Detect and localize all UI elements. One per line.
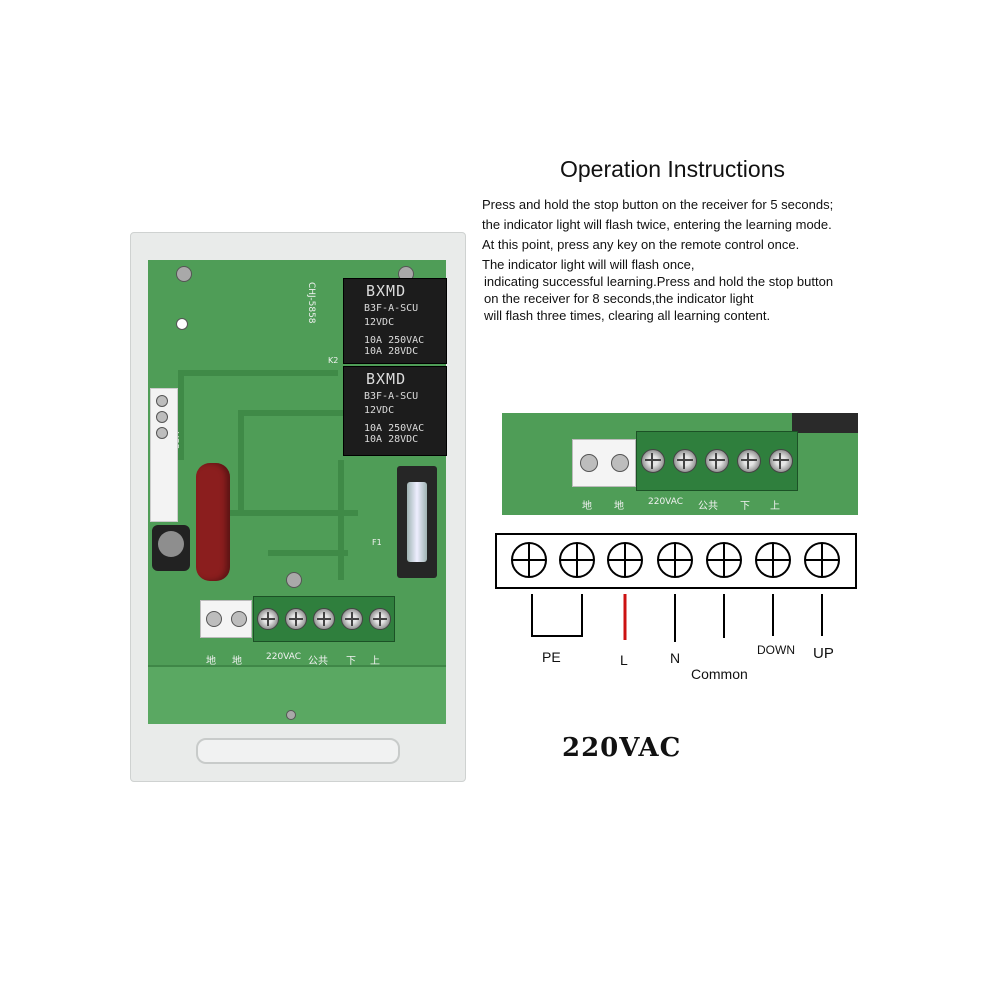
voltage-label: 220VAC (562, 733, 682, 763)
board-model-label: CHJ-5858 (306, 282, 316, 324)
closeup-terminal-label: 公共 (698, 501, 718, 512)
ground-pin (230, 611, 247, 627)
terminal-closeup-photo: 地 地 220VAC 公共 下 上 (502, 413, 858, 515)
glass-fuse (407, 482, 427, 562)
mounting-screw (286, 572, 302, 588)
relay-edge (792, 413, 858, 433)
relay-brand: BXMD (366, 370, 407, 388)
pcb-lower-area (148, 665, 446, 724)
screw-terminal-block (636, 431, 798, 491)
instruction-line: At this point, press any key on the remo… (482, 237, 800, 252)
terminal-screw (341, 608, 363, 630)
fuse-ref-label: F1 (372, 538, 382, 547)
terminal-symbols (511, 542, 840, 578)
relay-2: BXMD B3F-A-SCU 12VDC 10A 250VAC 10A 28VD… (343, 366, 447, 456)
closeup-terminal-label: 220VAC (648, 497, 684, 507)
terminal-screw (705, 449, 729, 473)
pcb-terminal-label: 220VAC (266, 652, 302, 662)
ground-pin (205, 611, 222, 627)
relay-coil: 12VDC (364, 317, 395, 328)
terminal-symbol (657, 542, 693, 578)
down-label: DOWN (757, 643, 795, 657)
terminal-screw (313, 608, 335, 630)
screw-terminal-block (253, 596, 395, 642)
instruction-line: will flash three times, clearing all lea… (484, 308, 771, 323)
closeup-terminal-label: 上 (770, 501, 780, 512)
pcb-terminal-label: 上 (370, 656, 380, 667)
instruction-line: indicating successful learning.Press and… (484, 274, 834, 289)
relay-model: B3F-A-SCU (364, 303, 419, 314)
relay-rating-dc: 10A 28VDC (364, 434, 419, 445)
terminal-screw (257, 608, 279, 630)
ground-terminal-block (572, 439, 636, 487)
terminal-symbol (559, 542, 595, 578)
pcb-terminal-label: 下 (346, 656, 356, 667)
ground-pin (610, 454, 629, 472)
ground-terminal-block (200, 600, 252, 638)
terminal-symbol (755, 542, 791, 578)
pe-wire (531, 594, 583, 637)
page-title: Operation Instructions (560, 156, 786, 182)
terminal-symbol (706, 542, 742, 578)
mounting-screw (176, 266, 192, 282)
ground-pin (579, 454, 598, 472)
mounting-hole (286, 710, 296, 720)
terminal-screw (737, 449, 761, 473)
relay-brand: BXMD (366, 282, 407, 300)
pin-header (150, 388, 178, 522)
relay-rating-dc: 10A 28VDC (364, 346, 419, 357)
terminal-symbol (511, 542, 547, 578)
instruction-line: on the receiver for 8 seconds,the indica… (484, 291, 754, 306)
relay-ref-label: K2 (328, 356, 339, 365)
mounting-slot (196, 738, 400, 764)
terminal-symbol (804, 542, 840, 578)
instruction-line: the indicator light will flash twice, en… (482, 217, 832, 232)
terminal-screw (285, 608, 307, 630)
n-label: N (670, 650, 681, 666)
instruction-line: The indicator light will will flash once… (482, 257, 695, 272)
terminal-screw (673, 449, 697, 473)
terminal-screw (641, 449, 665, 473)
fuse-holder (397, 466, 437, 578)
film-capacitor (196, 463, 230, 581)
pe-label: PE (542, 649, 561, 665)
pcb-terminal-label: 地 (206, 656, 216, 667)
pcb-terminal-label: 公共 (308, 656, 328, 667)
relay-model: B3F-A-SCU (364, 391, 419, 402)
pcb-terminal-label: 地 (232, 656, 242, 667)
closeup-terminal-label: 地 (582, 501, 592, 512)
relay-coil: 12VDC (364, 405, 395, 416)
wiring-diagram (495, 533, 857, 642)
closeup-terminal-label: 下 (740, 501, 750, 512)
terminal-screw (369, 608, 391, 630)
terminal-screw (769, 449, 793, 473)
up-label: UP (813, 645, 834, 662)
indicator-led (176, 318, 188, 330)
electrolytic-capacitor (152, 525, 190, 571)
relay-rating-ac: 10A 250VAC (364, 335, 425, 346)
closeup-terminal-label: 地 (614, 501, 624, 512)
common-label: Common (691, 666, 748, 682)
relay-rating-ac: 10A 250VAC (364, 423, 425, 434)
terminal-symbol (607, 542, 643, 578)
l-label: L (620, 652, 628, 668)
instruction-line: Press and hold the stop button on the re… (482, 197, 834, 212)
relay-1: BXMD B3F-A-SCU 12VDC 10A 250VAC 10A 28VD… (343, 278, 447, 364)
